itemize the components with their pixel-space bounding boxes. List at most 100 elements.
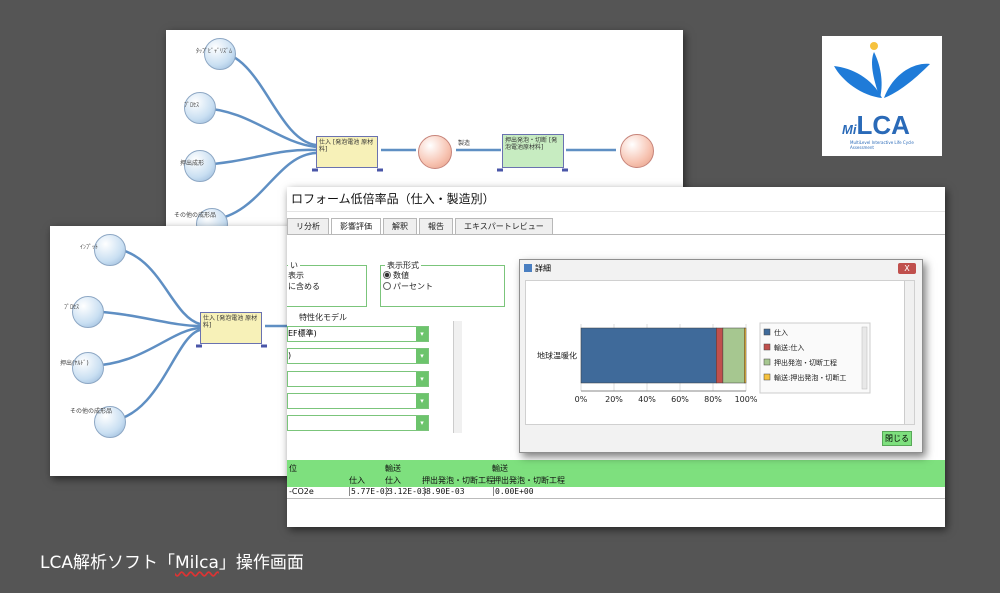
flow-edge-label: 製造 (458, 140, 471, 147)
results-sub-4: 押出発泡・切断工程 (493, 476, 565, 485)
flow-mid-node-4[interactable] (94, 406, 126, 438)
format-group-title: 表示形式 (385, 260, 421, 271)
flow-mid-node-2-label: ﾌﾟﾛｾｽ (64, 304, 80, 311)
flow-mid-node-1-label: ｲﾝﾌﾟｯﾄ (80, 244, 99, 251)
radio-percent[interactable]: パーセント (383, 281, 433, 292)
flow-mid-node-3-label: 押出(ﾔﾙﾄﾞ) (60, 360, 89, 367)
flow-node-3-label: 押出成形 (180, 160, 205, 167)
chevron-down-icon[interactable]: ▾ (416, 349, 428, 363)
flow-mid-node-1[interactable] (94, 234, 126, 266)
results-group-transport-1: 輸送 (385, 464, 401, 473)
results-value-3: 8.90E-03 (424, 487, 465, 496)
caption-suffix: 」操作画面 (218, 553, 304, 573)
legend-swatch (763, 343, 771, 351)
bar-segment-1 (580, 327, 717, 384)
legend-swatch (763, 358, 771, 366)
close-button[interactable]: 閉じる (882, 431, 912, 446)
tab-expert-review[interactable]: エキスパートレビュー (455, 218, 553, 235)
tab-analysis[interactable]: リ分析 (287, 218, 329, 235)
option-include[interactable]: に含める (288, 282, 320, 291)
flow-node-2-label: ﾌﾟﾛｾｽ (184, 102, 200, 109)
model-combo-1[interactable]: EF標準)▾ (287, 326, 429, 342)
chevron-down-icon[interactable]: ▾ (416, 416, 428, 430)
bar-segment-2 (716, 327, 724, 384)
x-tick-label: 80% (704, 395, 722, 404)
flow-mid-node-3[interactable] (72, 352, 104, 384)
tab-divider (287, 234, 945, 235)
radio-numeric-label: 数値 (393, 271, 409, 280)
caption-prefix: LCA解析ソフト「 (40, 553, 175, 573)
model-header: 特性化モデル (299, 313, 347, 322)
x-tick-label: 40% (638, 395, 656, 404)
chart-icon (524, 264, 532, 272)
legend-scrollbar (861, 326, 868, 390)
flow-mid-node-2[interactable] (72, 296, 104, 328)
results-header-band (287, 460, 945, 491)
results-col-position: 位 (289, 464, 297, 473)
flow-node-peach-2[interactable] (620, 134, 654, 168)
analysis-tabs: リ分析 影響評価 解釈 報告 エキスパートレビュー (287, 218, 553, 235)
tab-report[interactable]: 報告 (419, 218, 453, 235)
radio-percent-dot[interactable] (383, 282, 391, 290)
flow-node-1-label: ﾀｯﾌﾟﾋﾞｬﾞﾘｽﾞﾑ (196, 48, 233, 55)
chevron-down-icon[interactable]: ▾ (416, 327, 428, 341)
flow-node-1[interactable] (204, 38, 236, 70)
results-group-transport-2: 輸送 (492, 464, 508, 473)
format-group: 表示形式 数値 パーセント (380, 260, 505, 307)
category-label: 地球温暖化 (537, 351, 577, 361)
impact-bar-chart: 0%20%40%60%80%100%地球温暖化仕入輸送:仕入押出発泡・切断工程輸… (537, 322, 871, 404)
option-display[interactable]: 表示 (288, 271, 304, 280)
process-box-mid-purchase[interactable]: 仕入 [発泡電池 原材料] (200, 312, 262, 344)
model-combo-5[interactable]: ▾ (287, 415, 429, 431)
model-combo-3[interactable]: ▾ (287, 371, 429, 387)
options-group-title: い (288, 260, 300, 271)
model-combo-4[interactable]: ▾ (287, 393, 429, 409)
results-value-1: 5.77E-02 (349, 487, 390, 496)
process-box-purchase[interactable]: 仕入 [発泡電池 原材料] (316, 136, 378, 168)
results-sub-1: 仕入 (349, 476, 365, 485)
detail-title: 詳細 (535, 264, 551, 273)
model-combo-2[interactable]: )▾ (287, 348, 429, 364)
legend-label: 押出発泡・切断工程 (774, 358, 837, 367)
radio-percent-label: パーセント (393, 282, 433, 291)
tab-impact-assessment[interactable]: 影響評価 (331, 218, 381, 235)
legend-label: 輸送:仕入 (774, 343, 804, 352)
chevron-down-icon[interactable]: ▾ (416, 394, 428, 408)
legend-box (759, 322, 871, 394)
close-icon[interactable]: X (898, 263, 916, 274)
milca-logo: MiLCA MultiLevel Interactive Life Cycle … (822, 36, 942, 156)
chevron-down-icon[interactable]: ▾ (416, 372, 428, 386)
radio-numeric-dot[interactable] (383, 271, 391, 279)
tab-interpretation[interactable]: 解釈 (383, 218, 417, 235)
results-value-4: 0.00E+00 (493, 487, 534, 496)
bar-segment-4 (744, 327, 747, 384)
legend-label: 仕入 (774, 328, 788, 337)
x-tick-label: 60% (671, 395, 689, 404)
flow-node-2[interactable] (184, 92, 216, 124)
x-tick-label: 0% (575, 395, 588, 404)
analysis-window-title: ロフォーム低倍率品（仕入・製造別） (287, 187, 945, 212)
flow-node-peach-1[interactable] (418, 135, 452, 169)
results-sub-3: 押出発泡・切断工程 (422, 476, 494, 485)
radio-numeric[interactable]: 数値 (383, 270, 409, 281)
milca-logo-graphic (834, 42, 930, 98)
detail-scrollbar[interactable] (904, 281, 914, 424)
logo-brand-main: LCA (856, 110, 910, 140)
model-combo-2-value: ) (288, 351, 292, 360)
options-group: い 表示 に含める (287, 260, 367, 307)
detail-title-bar: 詳細 (520, 260, 922, 277)
x-tick-label: 20% (605, 395, 623, 404)
x-tick-label: 100% (735, 395, 758, 404)
detail-window: 詳細 X 0% 20% 40% 60% 80% 100% 地球温暖化 仕入輸送:仕入押出発泡・… (519, 259, 923, 453)
model-list-scrollbar[interactable] (453, 321, 462, 433)
results-sub-2: 仕入 (385, 476, 401, 485)
flow-mid-node-4-label: その他の成形品 (70, 408, 113, 415)
flow-node-3[interactable] (184, 150, 216, 182)
detail-chart-area: 0%20%40%60%80%100%地球温暖化仕入輸送:仕入押出発泡・切断工程輸… (525, 280, 915, 425)
results-value-2: 3.12E-03 (386, 487, 427, 496)
flow-node-4-label: その他の成形品 (174, 212, 217, 219)
logo-brand-prefix: Mi (842, 122, 857, 137)
results-row: -CO2e 5.77E-02 3.12E-03 8.90E-03 0.00E+0… (287, 487, 945, 499)
caption-name: Milca (174, 553, 219, 573)
process-box-extrusion[interactable]: 押出発泡・切断 [発泡電池原材料] (502, 134, 564, 168)
